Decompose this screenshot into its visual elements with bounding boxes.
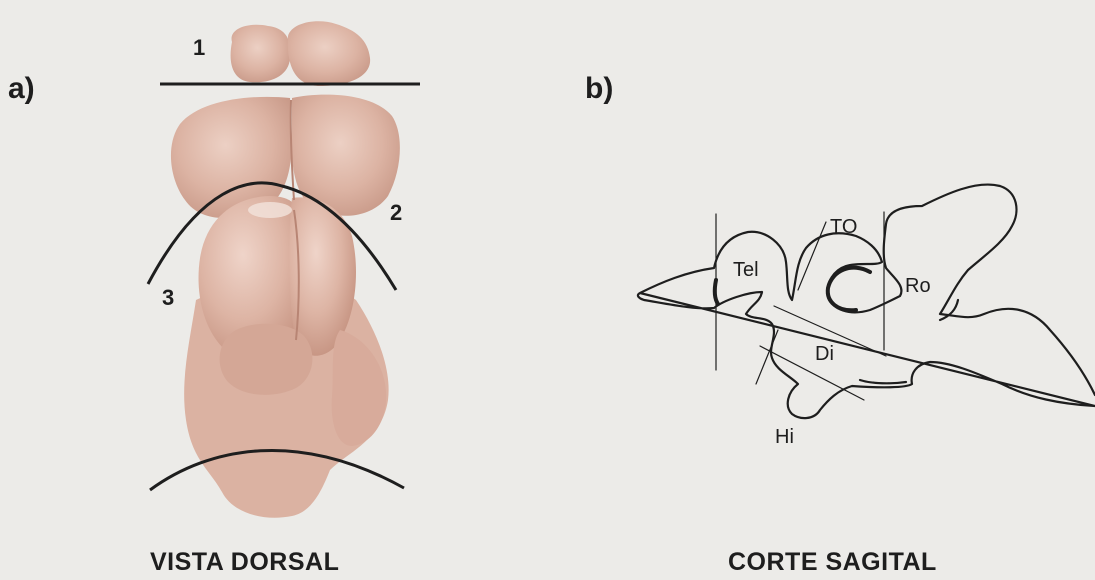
cerebellum	[220, 324, 313, 395]
ref-line-di-lower	[760, 346, 864, 400]
region-label-hi: Hi	[775, 426, 794, 448]
panel-b-caption: CORTE SAGITAL	[728, 548, 937, 577]
tectal-ventricle	[828, 268, 870, 311]
brain-outline	[638, 185, 1095, 419]
cut-label-2: 2	[390, 200, 402, 225]
region-label-tel: Tel	[733, 259, 759, 281]
olfactory-bulb-right	[288, 21, 370, 86]
region-label-ro: Ro	[905, 275, 931, 297]
diencephalon-boundary	[860, 380, 906, 383]
olfactory-bulb-left	[231, 25, 291, 83]
cut-label-3: 3	[162, 285, 174, 310]
ref-line-hi	[756, 330, 778, 384]
cut-label-1: 1	[193, 35, 205, 60]
olfactory-tract	[715, 280, 718, 304]
panel-a-caption: VISTA DORSAL	[150, 548, 339, 577]
sagittal-diagram	[638, 185, 1095, 419]
region-label-to: TO	[830, 216, 857, 238]
tectum-highlight	[248, 202, 292, 218]
brain-dorsal-image	[171, 21, 400, 517]
region-label-di: Di	[815, 343, 834, 365]
